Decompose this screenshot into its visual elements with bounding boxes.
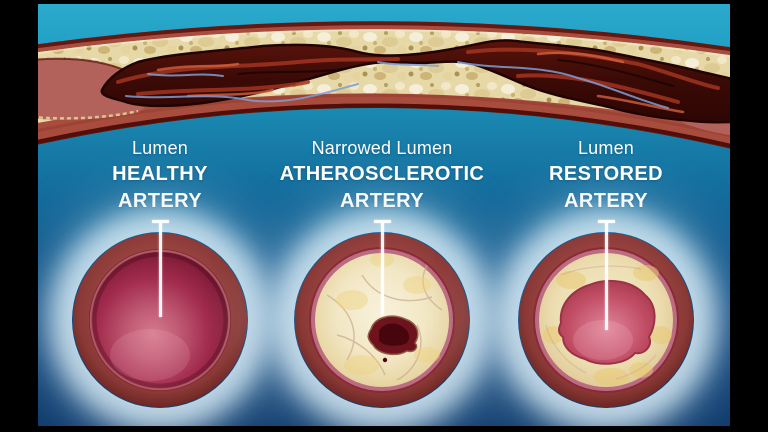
healthy-title-line2: ARTERY [118,190,202,212]
atherosclerotic-artery-cross-section-illustration [295,233,469,407]
restored-artery-labels: Lumen RESTORED ARTERY [486,135,726,215]
healthy-artery-section: Lumen HEALTHY ARTERY [40,4,280,426]
atherosclerotic-pointer-line [381,222,384,316]
diagram-background: Lumen HEALTHY ARTERY [38,4,730,426]
healthy-title-line1: HEALTHY [112,163,208,185]
healthy-pointer-tbar [152,220,169,223]
healthy-artery-cross-section-illustration [73,233,247,407]
restored-pointer-line [605,222,608,330]
atherosclerotic-artery-section: Narrowed Lumen ATHEROSCLEROTIC ARTERY [262,4,502,426]
atherosclerotic-title-line1: ATHEROSCLEROTIC [279,163,485,185]
restored-title-line1: RESTORED [549,163,663,185]
restored-artery-section: Lumen RESTORED ARTERY [486,4,726,426]
healthy-artery-labels: Lumen HEALTHY ARTERY [40,135,280,215]
healthy-pointer-line [159,222,162,317]
restored-lumen-label: Lumen [577,138,635,158]
atherosclerotic-title-line2: ARTERY [340,190,424,212]
atherosclerotic-pointer-tbar [374,220,391,223]
restored-title-line2: ARTERY [564,190,648,212]
restored-pointer-tbar [598,220,615,223]
healthy-lumen-label: Lumen [131,138,189,158]
atherosclerotic-artery-labels: Narrowed Lumen ATHEROSCLEROTIC ARTERY [262,135,502,215]
narrowed-lumen-label: Narrowed Lumen [311,138,453,158]
artery-longitudinal-section-illustration [38,21,730,149]
